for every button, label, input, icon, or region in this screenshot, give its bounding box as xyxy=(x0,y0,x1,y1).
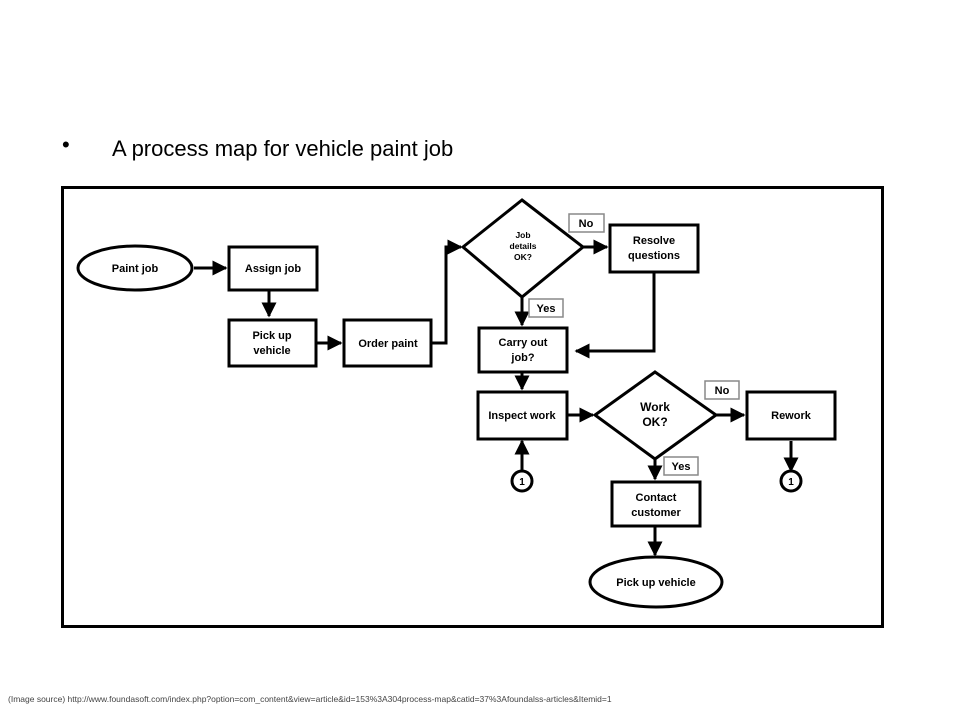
process-contact-customer xyxy=(610,480,702,528)
label-yes-1 xyxy=(528,298,564,318)
decision-work-ok-line2: OK? xyxy=(642,415,667,429)
terminal-pick-up-vehicle xyxy=(588,555,724,609)
process-rework-label: Rework xyxy=(771,410,812,422)
image-source-credit: (Image source) http://www.foundasoft.com… xyxy=(8,694,612,704)
decision-job-details-line2: details xyxy=(510,241,537,251)
process-rework xyxy=(745,390,837,441)
decision-work-ok-line1: Work xyxy=(640,400,670,414)
decision-job-details-line1: Job xyxy=(515,230,530,240)
process-assign-job-label: Assign job xyxy=(245,263,302,275)
label-no-2-text: No xyxy=(715,385,730,397)
label-no-2 xyxy=(704,380,740,400)
process-resolve-questions-line1: Resolve xyxy=(633,235,675,247)
decision-work-ok xyxy=(592,370,719,461)
label-yes-2-text: Yes xyxy=(672,461,691,473)
process-pick-up-vehicle xyxy=(227,318,318,368)
process-inspect-work-label: Inspect work xyxy=(488,410,556,422)
process-inspect-work xyxy=(476,390,569,441)
process-resolve-questions xyxy=(608,223,700,274)
process-contact-customer-line1: Contact xyxy=(636,492,677,504)
arrow-order-jobdetails xyxy=(432,239,463,345)
arrow-resolve-carryout xyxy=(574,273,656,359)
process-carry-out-job-line2: job? xyxy=(510,352,534,364)
decision-job-details-line3: OK? xyxy=(514,252,532,262)
connector-right xyxy=(779,469,803,493)
decision-job-details xyxy=(460,198,586,299)
process-pick-up-vehicle-line1: Pick up xyxy=(252,330,291,342)
terminal-pick-up-vehicle-label: Pick up vehicle xyxy=(616,577,695,589)
process-order-paint xyxy=(342,318,433,368)
process-pick-up-vehicle-line2: vehicle xyxy=(253,345,290,357)
process-carry-out-job-line1: Carry out xyxy=(499,337,548,349)
slide-title: A process map for vehicle paint job xyxy=(112,136,454,161)
bullet-marker: • xyxy=(62,132,70,157)
terminal-paint-job xyxy=(76,244,194,292)
process-order-paint-label: Order paint xyxy=(358,338,418,350)
process-contact-customer-line2: customer xyxy=(631,507,681,519)
label-yes-2 xyxy=(663,456,699,476)
label-yes-1-text: Yes xyxy=(537,303,556,315)
process-assign-job xyxy=(227,245,319,292)
process-resolve-questions-line2: questions xyxy=(628,250,680,262)
connector-right-label: 1 xyxy=(788,477,794,488)
connector-left xyxy=(510,469,534,493)
process-carry-out-job xyxy=(477,326,569,374)
process-map-diagram: Paint job Assign job Pick up vehicle Ord… xyxy=(76,198,837,609)
terminal-paint-job-label: Paint job xyxy=(112,263,159,275)
process-map-frame: Paint job Assign job Pick up vehicle Ord… xyxy=(61,186,884,628)
connector-left-label: 1 xyxy=(519,477,525,488)
label-no-1 xyxy=(568,213,605,233)
label-no-1-text: No xyxy=(579,218,594,230)
